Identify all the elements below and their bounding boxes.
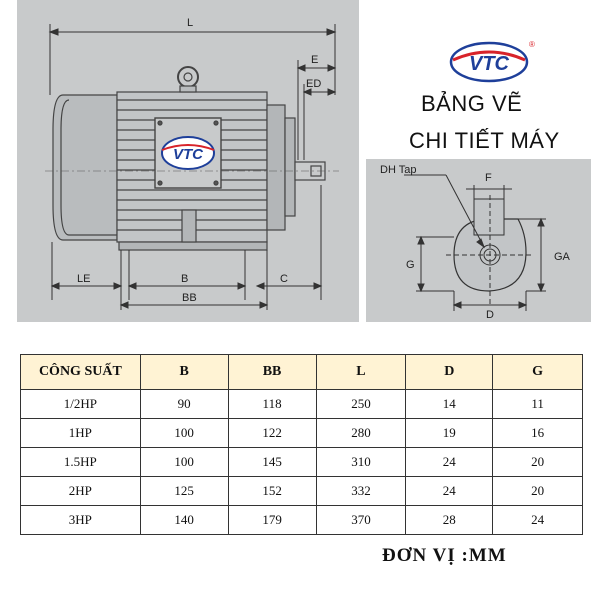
logo-text: VTC [469,53,510,75]
cell-l: 370 [315,505,407,535]
cell-l: 332 [315,476,407,506]
dim-label-c: C [280,273,288,285]
dimension-e [296,60,337,160]
cell-b: 100 [139,447,229,477]
unit-note: ĐƠN VỊ :MM [382,545,507,566]
cell-g: 24 [492,505,583,535]
dimension-l [48,24,337,95]
cell-d: 28 [405,505,494,535]
cell-d: 24 [405,476,494,506]
header-cong-suat: CÔNG SUẤT [20,354,141,390]
cell-d: 14 [405,389,494,419]
cell-d: 24 [405,447,494,477]
table-row: 2HP 125 152 332 24 20 [20,476,583,506]
cell-power: 1.5HP [20,447,141,477]
cell-g: 20 [492,476,583,506]
vtc-logo: VTC ® [449,40,535,83]
cell-bb: 152 [227,476,317,506]
cell-l: 280 [315,418,407,448]
cell-power: 3HP [20,505,141,535]
motor-drawing: L E ED [17,0,359,322]
cell-b: 125 [139,476,229,506]
table-row: 1HP 100 122 280 19 16 [20,418,583,448]
title-line-1: BẢNG VẼ [421,91,523,116]
vtc-logo-motor: VTC [161,136,215,170]
table-header-row: CÔNG SUẤT B BB L D G [20,354,583,390]
cell-g: 20 [492,447,583,477]
header-d: D [405,354,494,390]
dim-label-ga: GA [554,251,571,263]
dim-label-g: G [406,259,415,271]
dim-label-l: L [187,17,193,29]
header-bb: BB [227,354,317,390]
cell-g: 11 [492,389,583,419]
dim-label-le: LE [77,273,90,285]
cell-bb: 118 [227,389,317,419]
cell-bb: 145 [227,447,317,477]
registered-mark: ® [529,40,535,49]
header-g: G [492,354,583,390]
shaft-drawing: DH Tap F G GA D [366,159,591,322]
table-row: 1.5HP 100 145 310 24 20 [20,447,583,477]
cell-b: 140 [139,505,229,535]
cell-bb: 122 [227,418,317,448]
dim-label-b: B [181,273,188,285]
title-line-2: CHI TIẾT MÁY [409,128,560,153]
cell-power: 1HP [20,418,141,448]
motor-logo-text: VTC [173,146,204,163]
cell-power: 1/2HP [20,389,141,419]
dim-label-bb: BB [182,292,197,304]
dim-label-e: E [311,54,318,66]
motor-body [52,66,326,251]
dimension-bottom [50,185,323,310]
header-l: L [315,354,407,390]
table-row: 1/2HP 90 118 250 14 11 [20,389,583,419]
spec-table: CÔNG SUẤT B BB L D G 1/2HP 90 118 250 14… [20,354,583,535]
cell-bb: 179 [227,505,317,535]
cell-b: 100 [139,418,229,448]
dim-label-f: F [485,172,492,184]
table-row: 3HP 140 179 370 28 24 [20,505,583,535]
dim-label-ed: ED [306,78,321,90]
cell-g: 16 [492,418,583,448]
cell-l: 310 [315,447,407,477]
cell-b: 90 [139,389,229,419]
cell-power: 2HP [20,476,141,506]
dim-label-dh-tap: DH Tap [380,164,416,176]
header-b: B [139,354,229,390]
cell-d: 19 [405,418,494,448]
cell-l: 250 [315,389,407,419]
dim-label-d: D [486,309,494,321]
